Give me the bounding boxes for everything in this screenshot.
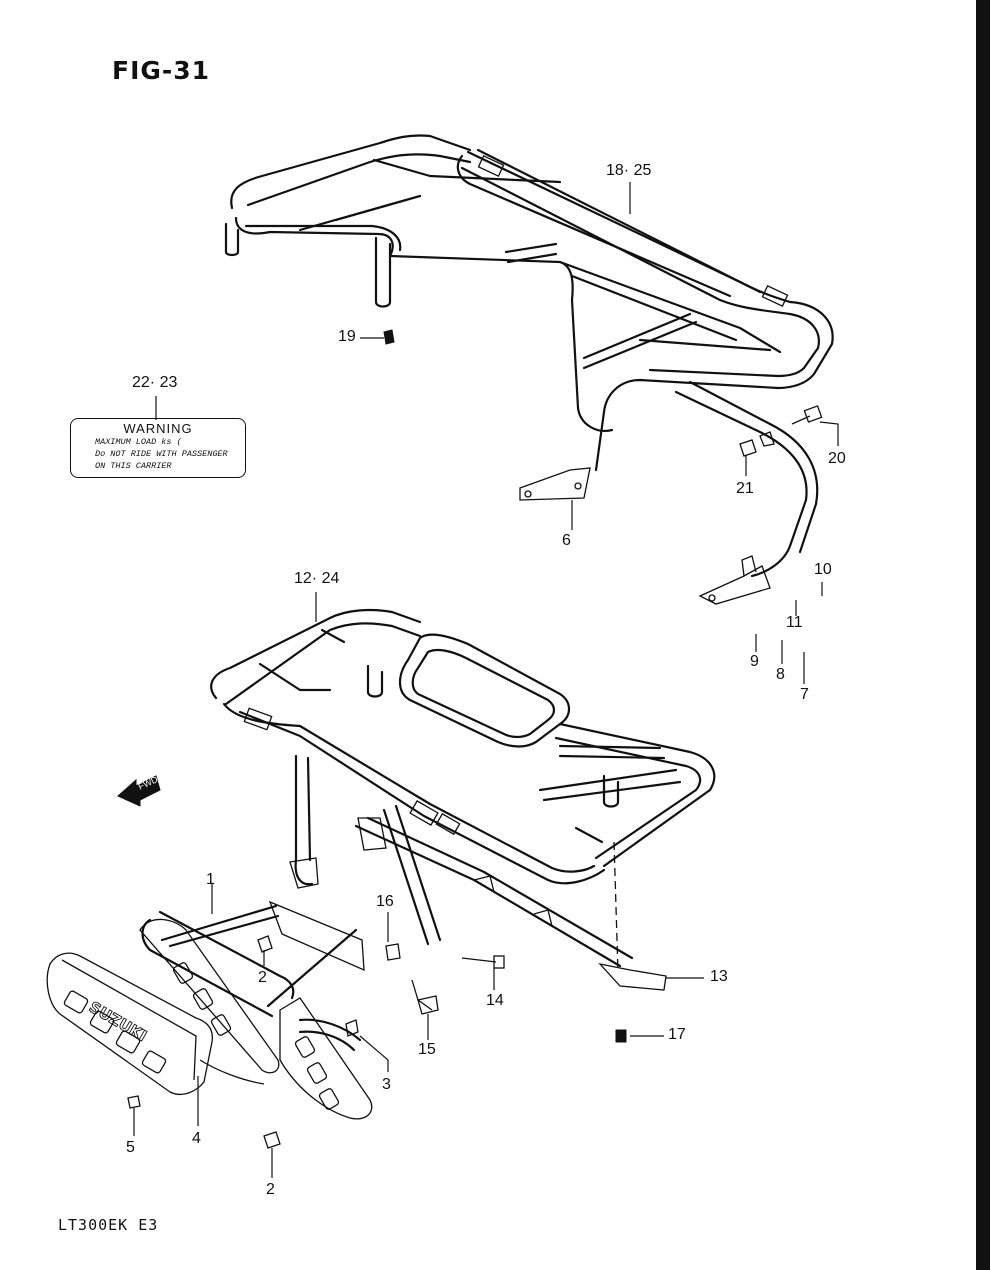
callout-3: 3	[382, 1076, 391, 1093]
leader-lines	[133, 182, 839, 1178]
callout-5: 5	[126, 1139, 135, 1156]
warning-title: WARNING	[123, 421, 193, 436]
callout-2-upper: 2	[258, 969, 267, 986]
callout-4: 4	[192, 1130, 201, 1147]
callout-6: 6	[562, 532, 571, 549]
callout-12-24: 12· 24	[294, 570, 340, 587]
fwd-arrow-icon: FWD	[117, 774, 161, 807]
callout-20: 20	[828, 450, 846, 467]
callout-2-lower: 2	[266, 1181, 275, 1198]
warning-line-1: MAXIMUM LOAD ks (	[95, 437, 182, 447]
rear-carrier	[224, 134, 834, 605]
front-carrier	[210, 608, 716, 1043]
callout-11: 11	[786, 614, 803, 631]
callout-10: 10	[814, 561, 832, 578]
callout-13: 13	[710, 968, 728, 985]
warning-line-3: ON THIS CARRIER	[95, 461, 172, 471]
adjacent-page-edge	[990, 0, 1000, 1270]
callout-19: 19	[338, 328, 356, 345]
callout-15: 15	[418, 1041, 436, 1058]
callout-8: 8	[776, 666, 785, 683]
callout-9: 9	[750, 653, 759, 670]
callout-14: 14	[486, 992, 504, 1009]
figure-title: FIG-31	[112, 56, 211, 85]
callout-21: 21	[736, 480, 754, 497]
warning-line-2: Do NOT RIDE WITH PASSENGER	[95, 449, 228, 459]
front-guard	[46, 900, 373, 1149]
callout-1: 1	[206, 871, 215, 888]
callout-16: 16	[376, 893, 394, 910]
callout-18-25: 18· 25	[606, 162, 652, 179]
warning-label: WARNING MAXIMUM LOAD ks ( Do NOT RIDE WI…	[70, 418, 246, 478]
callout-17: 17	[668, 1026, 686, 1043]
page-border-right	[976, 0, 990, 1270]
callout-7: 7	[800, 686, 809, 703]
model-code: LT300EK E3	[58, 1216, 159, 1234]
callout-22-23: 22· 23	[132, 374, 178, 391]
